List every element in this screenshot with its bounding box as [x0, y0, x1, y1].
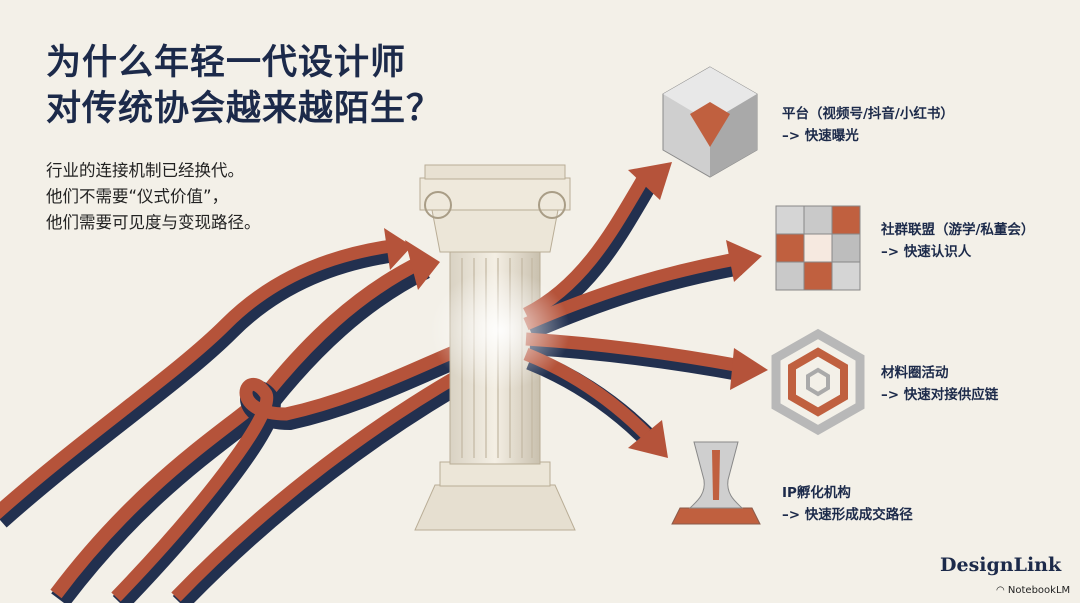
incoming-arrow	[0, 228, 412, 528]
channel-label-platform: 平台（视频号/抖音/小红书） –> 快速曝光	[782, 103, 954, 147]
classical-column	[414, 164, 576, 531]
channel-label-community: 社群联盟（游学/私董会） –> 快速认识人	[881, 219, 1034, 263]
subtitle-line: 行业的连接机制已经换代。	[46, 161, 244, 180]
subtitle-line: 他们不需要“仪式价值”，	[46, 187, 229, 206]
subtitle-line: 他们需要可见度与变现路径。	[46, 213, 261, 232]
channel-benefit: –> 快速对接供应链	[881, 387, 999, 403]
cube-cutaway-icon	[662, 66, 758, 178]
title-line-1: 为什么年轻一代设计师	[46, 43, 407, 83]
channel-name: 平台（视频号/抖音/小红书）	[782, 106, 954, 122]
channel-label-materials: 材料圈活动 –> 快速对接供应链	[881, 362, 998, 406]
pedestal-icon	[671, 441, 761, 525]
channel-benefit: –> 快速认识人	[881, 244, 972, 260]
channel-name: 社群联盟（游学/私董会）	[881, 222, 1035, 238]
notebooklm-icon: ◠	[996, 585, 1008, 596]
incoming-arrow	[111, 317, 534, 603]
title-line-2: 对传统协会越来越陌生？	[46, 89, 443, 129]
channel-benefit: –> 快速曝光	[782, 128, 859, 144]
cube-cluster-icon	[775, 205, 861, 291]
page-title: 为什么年轻一代设计师 对传统协会越来越陌生？	[46, 40, 442, 132]
nested-hex-frame-icon	[771, 328, 865, 436]
brand-logo: DesignLink	[940, 554, 1062, 576]
channel-label-ip: IP孵化机构 –> 快速形成成交路径	[782, 482, 913, 526]
subtitle: 行业的连接机制已经换代。 他们不需要“仪式价值”， 他们需要可见度与变现路径。	[46, 158, 261, 236]
channel-benefit: –> 快速形成成交路径	[782, 507, 913, 523]
channel-name: IP孵化机构	[782, 485, 851, 501]
watermark-text: NotebookLM	[1007, 585, 1071, 596]
notebooklm-watermark: ◠ NotebookLM	[996, 585, 1070, 596]
channel-name: 材料圈活动	[881, 365, 949, 381]
